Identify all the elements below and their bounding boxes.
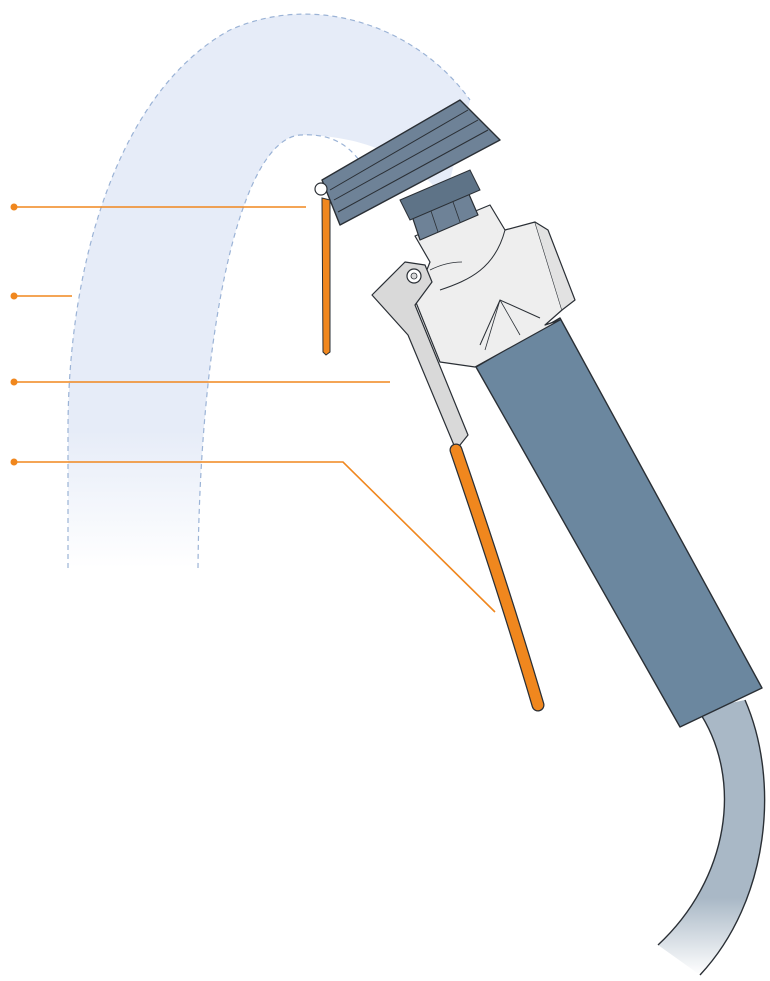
spray-pattern (67, 13, 471, 569)
lever (371, 261, 469, 451)
nozzle-head (321, 99, 501, 226)
lever-callout (10, 378, 390, 386)
indicator-pointer (314, 182, 331, 356)
handle-grip (475, 317, 763, 728)
valve-body (414, 204, 576, 368)
spray-pattern-callout (10, 292, 72, 300)
hose (657, 699, 766, 976)
callouts (10, 203, 496, 613)
trigger-grip (449, 443, 545, 712)
pointer-callout (10, 203, 306, 211)
trigger-grip-callout (10, 458, 496, 613)
